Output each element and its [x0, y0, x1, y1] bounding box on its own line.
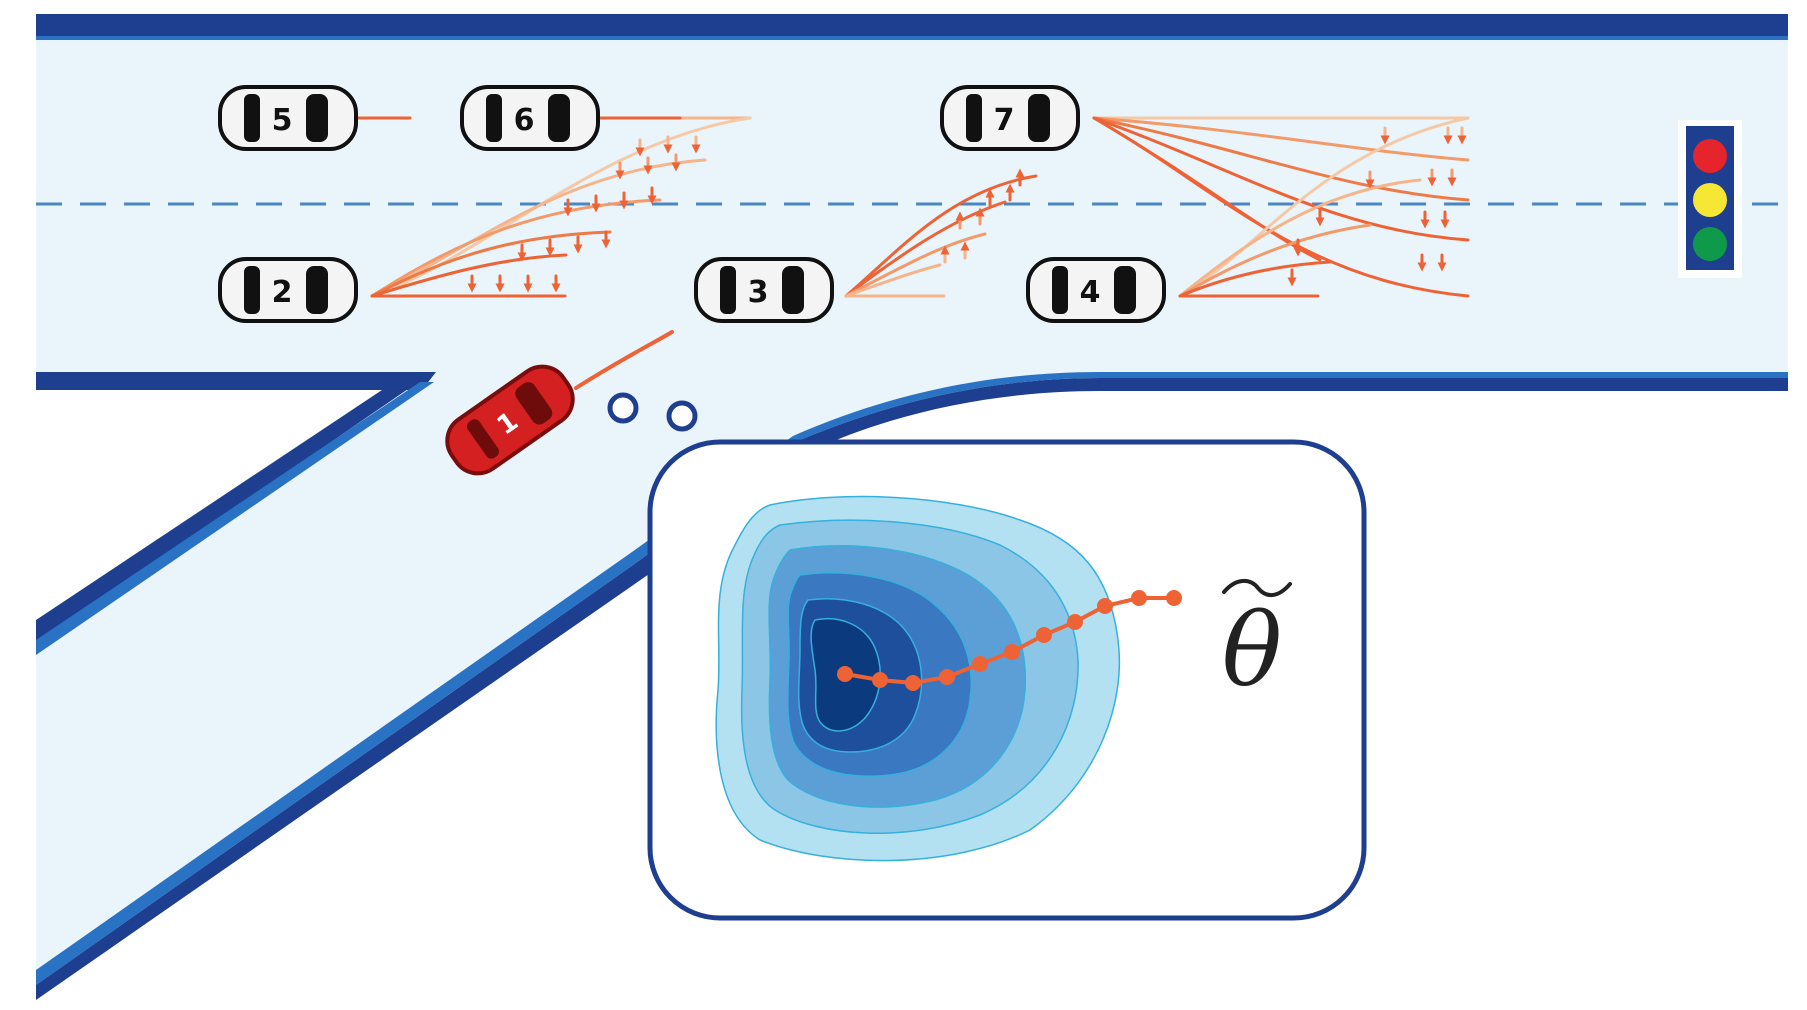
road-bottom-edge-left: [36, 372, 436, 390]
car-7: 7: [940, 85, 1080, 151]
tilde-mark: [1222, 579, 1292, 597]
trajectory-ego: [574, 330, 674, 390]
ramp-lower-edge: [36, 440, 808, 1000]
thought-bubble-small: [666, 400, 698, 432]
car-5-label: 5: [272, 103, 293, 138]
road-bottom-edge: [800, 378, 1788, 452]
traffic-light: [1678, 120, 1742, 278]
car-1-ego: 1: [445, 364, 575, 476]
car-4-label: 4: [1080, 275, 1101, 310]
car-7-label: 7: [994, 103, 1015, 138]
car-2: 2: [218, 257, 358, 323]
trajectory-fan-car-3: [844, 174, 1038, 298]
arrows-car-3: [940, 168, 1025, 264]
parameter-trajectory: [837, 590, 1182, 691]
car-6-label: 6: [514, 103, 535, 138]
car-3-label: 3: [748, 275, 769, 310]
car-5: 5: [218, 85, 358, 151]
belief-inset-panel: θ: [647, 439, 1367, 921]
trajectory-group: [356, 116, 1470, 390]
arrows-car-2: [467, 135, 701, 293]
car-3: 3: [694, 257, 834, 323]
traffic-light-red: [1693, 139, 1727, 173]
car-4: 4: [1026, 257, 1166, 323]
theta-symbol: θ: [1222, 592, 1282, 709]
thought-bubble-small: [607, 392, 639, 424]
road-top-edge: [36, 14, 1788, 36]
car-2-label: 2: [272, 275, 293, 310]
car-6: 6: [460, 85, 600, 151]
traffic-light-yellow: [1693, 183, 1727, 217]
trajectory-fan-car-4: [1178, 116, 1470, 298]
traffic-light-green: [1693, 227, 1727, 261]
arrows-car-4-7: [1287, 126, 1467, 287]
